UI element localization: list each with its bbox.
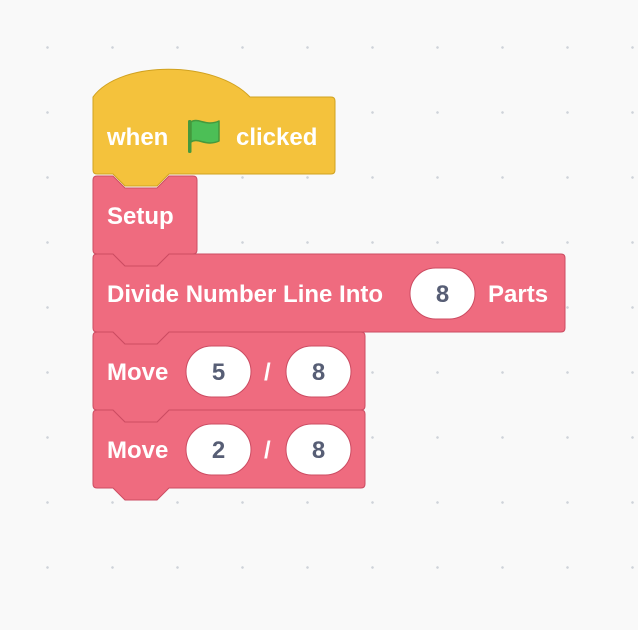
- parts-count-value: 8: [436, 281, 449, 308]
- clicked-label: clicked: [236, 124, 317, 151]
- move-label: Move: [107, 359, 168, 386]
- move-block[interactable]: Move 5 / 8: [92, 331, 366, 423]
- green-flag-icon: [188, 119, 220, 153]
- parts-label: Parts: [488, 281, 548, 308]
- when-label: when: [106, 124, 168, 151]
- denominator-input[interactable]: [285, 345, 352, 398]
- denominator-value: 8: [312, 437, 325, 464]
- numerator-value: 2: [212, 437, 225, 464]
- fraction-separator: /: [264, 359, 271, 386]
- numerator-input[interactable]: [185, 423, 252, 476]
- when-flag-clicked-block[interactable]: when clicked: [92, 68, 336, 187]
- parts-count-input[interactable]: [409, 267, 476, 320]
- setup-label: Setup: [107, 203, 174, 230]
- move-label: Move: [107, 437, 168, 464]
- setup-block-shape[interactable]: [92, 175, 198, 267]
- move-block[interactable]: Move 2 / 8: [92, 409, 366, 501]
- fraction-separator: /: [264, 437, 271, 464]
- numerator-value: 5: [212, 359, 225, 386]
- setup-block[interactable]: Setup: [92, 175, 198, 267]
- divide-number-line-block[interactable]: Divide Number Line Into 8 Parts: [92, 253, 566, 345]
- divide-label: Divide Number Line Into: [107, 281, 383, 308]
- numerator-input[interactable]: [185, 345, 252, 398]
- denominator-input[interactable]: [285, 423, 352, 476]
- denominator-value: 8: [312, 359, 325, 386]
